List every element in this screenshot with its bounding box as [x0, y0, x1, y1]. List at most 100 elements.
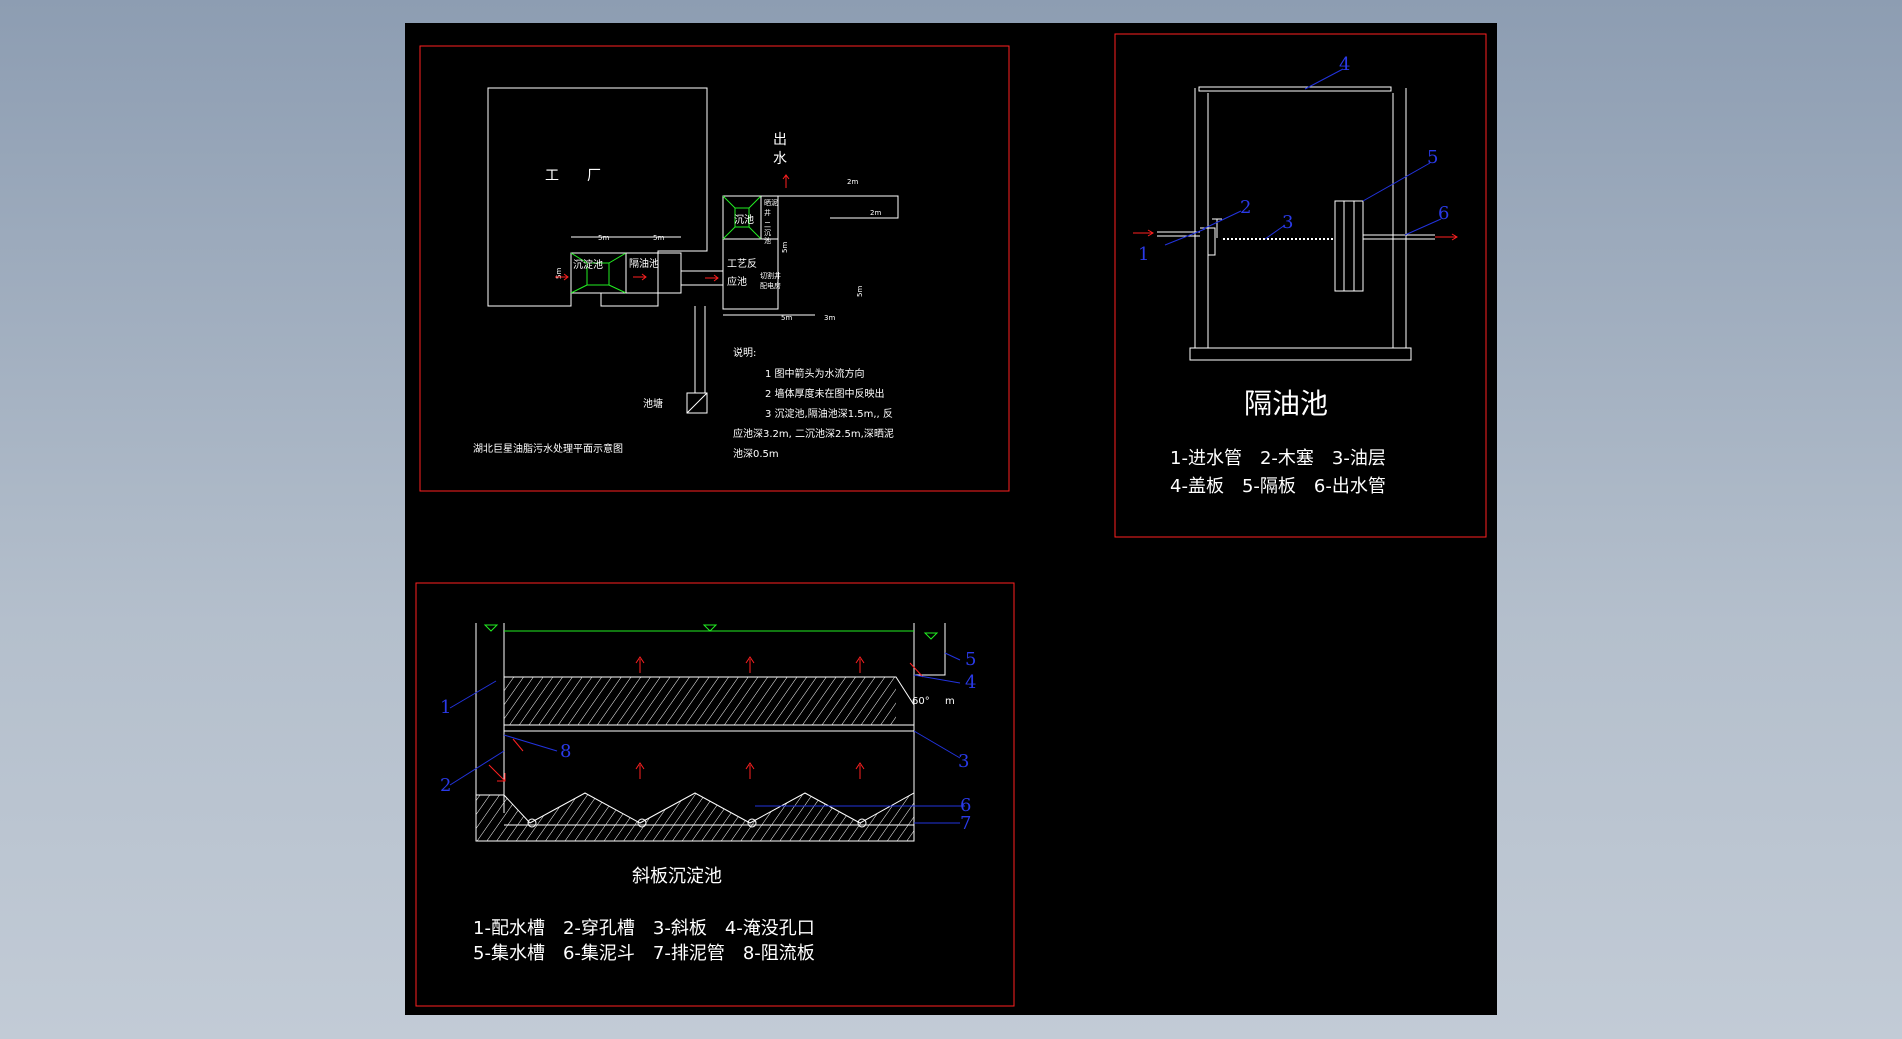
callout-4: 4 [1339, 54, 1350, 75]
dim-5m-a: 5m [598, 234, 609, 242]
note-5: 池深0.5m [733, 447, 779, 460]
water-mark-left [483, 624, 499, 632]
upflow-arrow [745, 656, 755, 673]
outlet-char-2: 水 [773, 151, 787, 167]
small-c1: 切割井 [760, 271, 781, 280]
plan-notes: 说明: 1 图中箭头为水流方向 2 墙体厚度未在图中反映出 3 沉淀池,隔油池深… [733, 346, 894, 460]
inflow-arrow-left [488, 764, 506, 782]
secondary-hopper-lines [722, 195, 762, 240]
callout-1: 1 [440, 697, 451, 718]
plan-caption: 湖北巨星油脂污水处理平面示意图 [473, 442, 623, 455]
angle-label: 60° [912, 696, 930, 707]
leader-3 [913, 730, 961, 759]
inclined-title: 斜板沉淀池 [632, 866, 722, 887]
leader-8 [503, 734, 558, 752]
tank-base [1189, 347, 1412, 361]
callout-3: 3 [958, 751, 969, 772]
drain-opening [637, 818, 647, 828]
drain-opening [747, 818, 757, 828]
callout-2: 2 [1240, 197, 1251, 218]
small-b1: 二 [764, 221, 771, 229]
collection-channel [913, 623, 946, 676]
flow-arrow-pipe [705, 274, 719, 282]
outflow-arrow-right [909, 662, 924, 678]
cad-drawing-canvas: 工 厂 沉淀池 隔油池 5m 5m 5m 池塘 工艺反 应池 沉池 晒泥 井 [405, 23, 1497, 1015]
note-4: 应池深3.2m, 二沉池深2.5m,深晒泥 [733, 427, 894, 440]
process-label-2: 应池 [727, 275, 747, 288]
pond-box [686, 392, 708, 414]
sedimentation-label: 沉淀池 [573, 258, 603, 271]
outlet-arrow [1435, 233, 1458, 241]
cover-plate [1198, 86, 1392, 92]
dim-5m-b: 5m [653, 234, 664, 242]
inclined-settler-panel: 60° m 1 2 3 4 5 6 7 8 斜板沉淀池 1-配水槽 2-穿孔槽 … [415, 582, 1015, 1007]
upflow-arrow [855, 762, 865, 779]
small-b3: 池 [764, 236, 771, 245]
leader-6 [1404, 218, 1442, 236]
dim-5m-v3: 5m [856, 286, 864, 297]
leader-1 [449, 680, 497, 709]
leader-2 [1202, 210, 1242, 230]
baffle-inner [1343, 201, 1355, 291]
leader-4 [1304, 68, 1344, 90]
leader-1 [1164, 228, 1206, 246]
tank-inner-wall [1207, 93, 1394, 348]
outlet-pipe-right [778, 195, 899, 219]
upflow-arrow [635, 656, 645, 673]
note-title: 说明: [733, 346, 756, 359]
oil-separator-panel: 1 2 3 4 5 6 隔油池 1-进水管 2-木塞 3-油层 4-盖板 5-隔… [1114, 33, 1487, 538]
inclined-legend-2: 5-集水槽 6-集泥斗 7-排泥管 8-阻流板 [473, 943, 815, 964]
small-b2: 沉 [764, 229, 771, 237]
inclined-settler-frame [415, 582, 1015, 1007]
angle-suffix: m [945, 696, 955, 707]
inclined-legend-1: 1-配水槽 2-穿孔槽 3-斜板 4-淹没孔口 [473, 918, 815, 939]
water-mark-right [923, 632, 939, 640]
connecting-pipe [681, 270, 723, 286]
settler-callouts: 1 2 3 4 5 6 7 8 [440, 649, 976, 834]
callout-4: 4 [965, 672, 976, 693]
flow-arrow-mid [633, 273, 647, 281]
inlet-arrow [1133, 229, 1154, 237]
inclined-plates-outline [504, 676, 915, 726]
oil-legend-2: 4-盖板 5-隔板 6-出水管 [1170, 476, 1386, 497]
dim-5m-c: 5m [781, 314, 792, 322]
upflow-arrow [855, 656, 865, 673]
oil-separator-tank [625, 252, 682, 294]
sludge-well [760, 195, 779, 240]
inlet-pipe [1157, 231, 1200, 237]
sedimentation-hopper [586, 262, 610, 286]
callout-5: 5 [1427, 147, 1438, 168]
leader-3 [1264, 224, 1286, 240]
inclined-plates-hatch [504, 677, 896, 725]
callout-8: 8 [560, 741, 571, 762]
inflow-arrow-baffle [512, 738, 524, 752]
factory-label: 工 厂 [545, 168, 601, 184]
drain-pipe-openings [527, 818, 867, 828]
flow-arrow-out [782, 174, 790, 188]
callout-6: 6 [960, 795, 971, 816]
callout-7: 7 [960, 813, 971, 834]
cad-drawing: 工 厂 沉淀池 隔油池 5m 5m 5m 池塘 工艺反 应池 沉池 晒泥 井 [415, 33, 1487, 1007]
outlet-pipe [1363, 234, 1435, 240]
small-a1: 晒泥 [764, 199, 778, 207]
factory-outline [487, 87, 708, 307]
dim-3m: 3m [824, 314, 835, 322]
dim-2m-b: 2m [870, 209, 881, 217]
leader-5 [1362, 162, 1431, 202]
dim-2m-a: 2m [847, 178, 858, 186]
sludge-hoppers [475, 792, 915, 842]
water-mark-center [702, 624, 718, 632]
upflow-arrow [635, 762, 645, 779]
settling2-label: 沉池 [734, 213, 754, 226]
leader-4 [913, 674, 961, 684]
note-2: 2 墙体厚度未在图中反映出 [765, 387, 885, 400]
drain-to-pond [694, 306, 706, 393]
upflow-arrow [745, 762, 755, 779]
process-label-1: 工艺反 [727, 258, 757, 270]
callout-5: 5 [965, 649, 976, 670]
site-plan-frame [419, 45, 1010, 492]
callout-1: 1 [1138, 244, 1149, 265]
secondary-hopper [734, 207, 750, 228]
pond-label: 池塘 [643, 397, 663, 410]
oil-legend-1: 1-进水管 2-木塞 3-油层 [1170, 448, 1386, 469]
